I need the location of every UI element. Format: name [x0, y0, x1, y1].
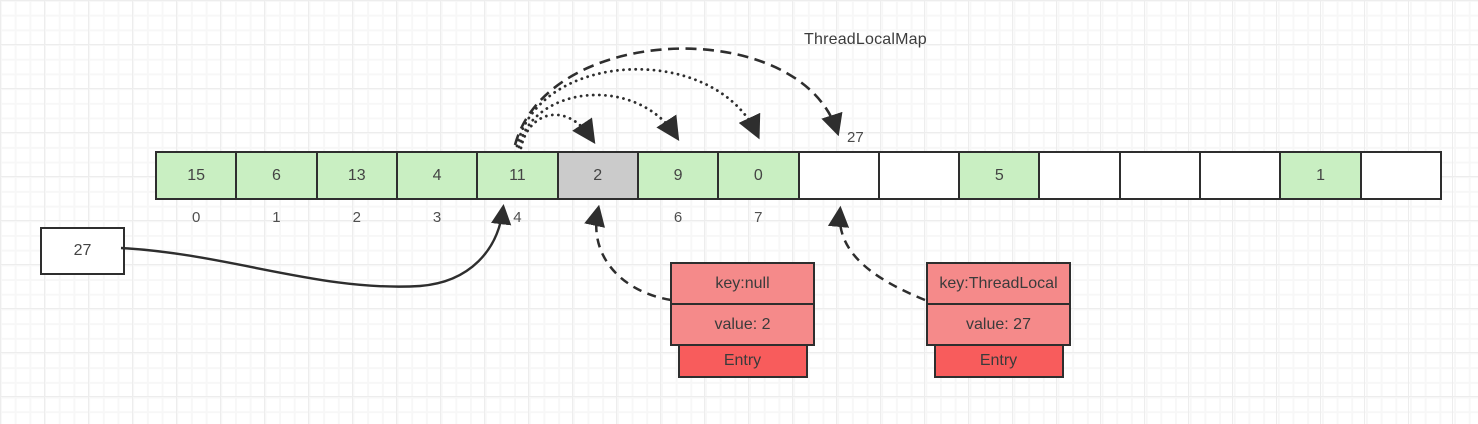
cell-index-label: 5	[593, 209, 602, 226]
array-cell-9	[877, 151, 961, 200]
probe-result-label: 27	[847, 129, 864, 146]
array-cell-14: 1	[1279, 151, 1362, 200]
array-cell-5: 2 5	[556, 151, 639, 226]
array-cell-10: 5	[958, 151, 1041, 200]
cell-value: 1	[1316, 166, 1325, 184]
array-cell-4: 11 4	[476, 151, 559, 226]
cell-value: 5	[994, 166, 1004, 184]
cell-index-label: 1	[272, 209, 281, 226]
diagram-title: ThreadLocalMap	[804, 31, 927, 48]
cell-value: 11	[509, 166, 526, 184]
cell-index-label: 7	[754, 209, 763, 226]
array-cell-2: 13 2	[315, 151, 398, 226]
array-cell-15	[1359, 151, 1442, 200]
entry-footer: Entry	[933, 344, 1064, 378]
entry-key: key:ThreadLocal	[926, 262, 1071, 305]
array-cell-8	[797, 151, 880, 200]
array-cell-7: 0 7	[717, 151, 800, 226]
entry-box-threadlocal: key:ThreadLocal value: 27 Entry	[926, 262, 1071, 378]
entry-footer: Entry	[677, 344, 808, 378]
cell-index-label: 6	[673, 209, 683, 226]
cell-value: 4	[432, 166, 442, 184]
entry-value: value: 2	[670, 303, 815, 346]
hash-array: 15 0 6 1 13 2 4 3 11 4 2 5 9 6 0 7	[155, 151, 1442, 226]
array-cell-1: 6 1	[235, 151, 318, 226]
probe-arc-4-to-7	[515, 68, 761, 148]
probe-arc-4-to-6	[517, 93, 680, 149]
array-cell-13	[1199, 151, 1282, 200]
cell-value: 13	[347, 166, 366, 184]
cell-value: 2	[593, 166, 603, 184]
array-cell-11	[1038, 151, 1121, 200]
entry-box-stale: key:null value: 2 Entry	[670, 262, 815, 378]
array-cell-0: 15 0	[155, 151, 238, 226]
incoming-value-label: 27	[73, 242, 92, 259]
cell-index-label: 0	[191, 209, 201, 226]
cell-value: 6	[272, 166, 281, 184]
entry-key: key:null	[670, 262, 815, 305]
cell-index-label: 3	[432, 209, 442, 226]
cell-index-label: 4	[513, 209, 522, 226]
cell-index-label: 2	[352, 209, 361, 226]
array-cell-3: 4 3	[395, 151, 479, 226]
array-cell-12	[1118, 151, 1202, 200]
probe-arc-4-to-8	[513, 47, 843, 146]
incoming-value-box: 27	[40, 227, 125, 275]
entry-value: value: 27	[926, 303, 1071, 346]
cell-value: 9	[673, 166, 683, 184]
array-cell-6: 9 6	[636, 151, 720, 226]
probe-arc-4-to-5	[519, 113, 596, 150]
cell-value: 15	[187, 166, 206, 184]
cell-value: 0	[753, 166, 763, 184]
new-entry-arrow-to-slot-8	[827, 205, 926, 302]
